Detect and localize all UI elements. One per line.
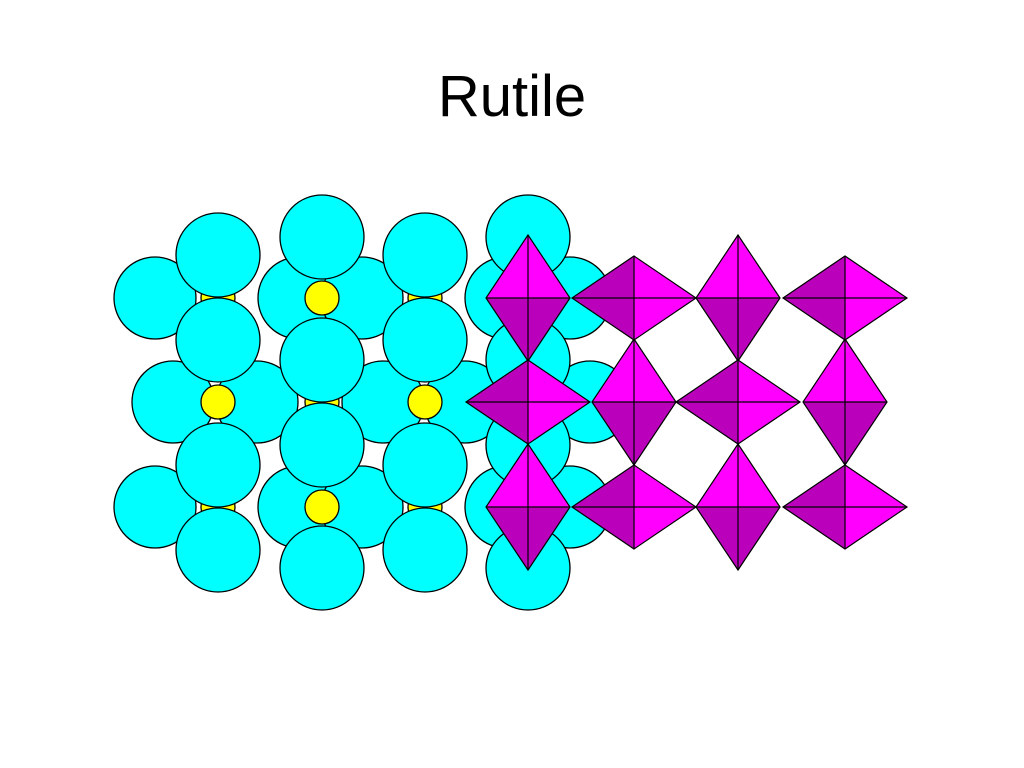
oxygen-atom bbox=[279, 402, 365, 488]
ti-o6-octahedron bbox=[570, 255, 698, 341]
ti-o6-octahedron bbox=[570, 464, 698, 550]
ti-o6-octahedron bbox=[485, 233, 571, 363]
oxygen-atom bbox=[382, 422, 468, 508]
oxygen-atom bbox=[382, 297, 468, 383]
oxygen-atom bbox=[175, 507, 261, 593]
oxygen-atom bbox=[175, 297, 261, 383]
ti-o6-octahedron bbox=[464, 359, 592, 445]
ti-o6-octahedron bbox=[674, 359, 802, 445]
titanium-atom bbox=[200, 384, 236, 420]
titanium-atom-layer-front bbox=[200, 280, 443, 525]
titanium-atom bbox=[304, 280, 340, 316]
octahedra-layer bbox=[464, 233, 909, 572]
ti-o6-octahedron bbox=[695, 442, 781, 572]
ti-o6-octahedron bbox=[802, 337, 888, 467]
oxygen-atom bbox=[279, 525, 365, 611]
ti-o6-octahedron bbox=[485, 442, 571, 572]
slide-title: Rutile bbox=[437, 64, 587, 129]
ti-o6-octahedron bbox=[781, 464, 909, 550]
oxygen-atom bbox=[113, 256, 197, 340]
oxygen-atom bbox=[382, 507, 468, 593]
ti-o6-octahedron bbox=[695, 233, 781, 363]
oxygen-atom bbox=[113, 465, 197, 549]
oxygen-atom bbox=[175, 212, 261, 298]
ti-o6-octahedron bbox=[781, 255, 909, 341]
oxygen-atom bbox=[279, 317, 365, 403]
titanium-atom bbox=[407, 384, 443, 420]
oxygen-atom bbox=[279, 194, 365, 280]
oxygen-atom bbox=[382, 212, 468, 298]
titanium-atom bbox=[304, 489, 340, 525]
ti-o6-octahedron bbox=[591, 337, 677, 467]
oxygen-atom bbox=[175, 422, 261, 508]
